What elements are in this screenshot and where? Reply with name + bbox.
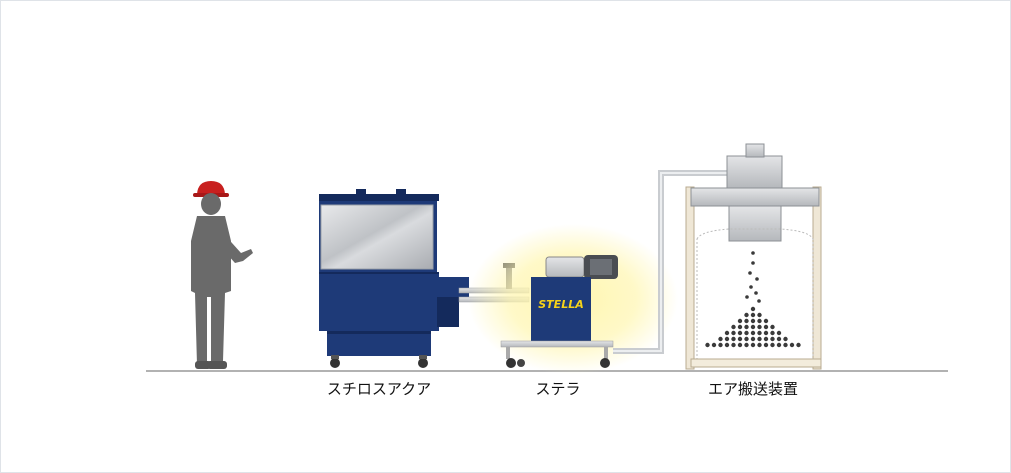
pellet (757, 324, 762, 330)
pellet (749, 285, 753, 289)
pellet (718, 342, 723, 348)
pellet (789, 342, 795, 348)
pellet (737, 318, 743, 324)
pellet (705, 342, 710, 348)
pellet (748, 271, 752, 275)
pellet (776, 330, 782, 336)
pellet (757, 330, 762, 336)
pellet (783, 342, 788, 348)
pellet (711, 342, 717, 348)
pellet (750, 312, 756, 318)
pellet (737, 330, 743, 336)
pellet (724, 342, 730, 348)
pellet (770, 336, 775, 342)
pellet (757, 318, 762, 324)
pellet (745, 295, 749, 299)
pellet (744, 324, 749, 330)
pellet (744, 342, 749, 348)
pellet (776, 342, 782, 348)
hard-hat-icon (193, 181, 229, 197)
pellet (750, 336, 756, 342)
pellet (763, 324, 769, 330)
machine-styros-aqua (319, 189, 469, 368)
pellet (757, 312, 762, 318)
pellet (757, 336, 762, 342)
pellet (731, 336, 736, 342)
pellet (751, 261, 755, 265)
pellet (744, 330, 749, 336)
pellet (763, 330, 769, 336)
pellet (763, 336, 769, 342)
pellet (750, 324, 756, 330)
pellet-pile (705, 251, 801, 348)
pellet (718, 336, 723, 342)
pellet (744, 312, 749, 318)
pellet (744, 336, 749, 342)
pellet (750, 306, 756, 312)
label-styros-aqua: スチロスアクア (326, 380, 432, 398)
pellet (744, 318, 749, 324)
pellet (796, 342, 801, 348)
pellet (783, 336, 788, 342)
air-conveyor-unit (685, 143, 822, 370)
pellet (757, 299, 761, 303)
pellet (770, 324, 775, 330)
pellet (731, 324, 736, 330)
pellet (737, 324, 743, 330)
pellet (776, 336, 782, 342)
pellet (750, 318, 756, 324)
pellet (750, 330, 756, 336)
pellet (724, 330, 730, 336)
pellet (754, 291, 758, 295)
worker-figure-icon (191, 181, 253, 369)
machine-window (320, 204, 434, 270)
pellet (755, 277, 759, 281)
pellet (724, 336, 730, 342)
pellet (731, 342, 736, 348)
machine-stella: STELLA (468, 224, 678, 374)
pellet (770, 330, 775, 336)
pellet (751, 251, 755, 255)
pellet (750, 342, 756, 348)
pellet (757, 342, 762, 348)
pellet (737, 342, 743, 348)
pellet (763, 342, 769, 348)
air-transport-pipe (613, 170, 727, 354)
pellet (737, 336, 743, 342)
pellet (763, 318, 769, 324)
stella-logo: STELLA (538, 298, 583, 311)
label-air-conveyor: エア搬送装置 (707, 380, 799, 398)
label-stella: ステラ (535, 380, 581, 398)
pellet (770, 342, 775, 348)
pellet (731, 330, 736, 336)
